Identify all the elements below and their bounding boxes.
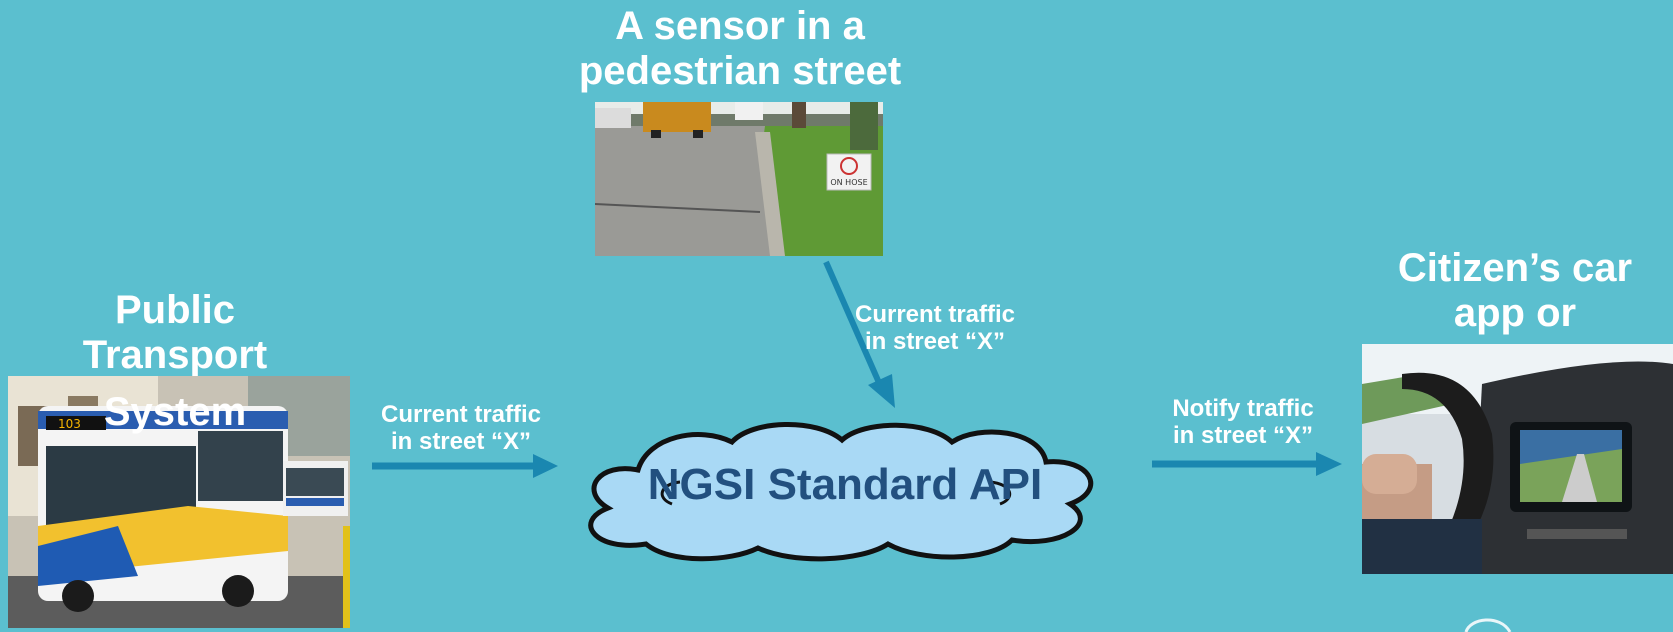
api-to-app-arrow	[1152, 452, 1342, 476]
sensor-arrow-label-line1: Current traffic	[854, 301, 1016, 328]
api-cloud: NGSI Standard API	[560, 412, 1130, 564]
citizen-app-line1: Citizen’s car	[1397, 246, 1633, 290]
citizen-app-line2: app or	[1453, 290, 1577, 335]
sensor-title-line2: pedestrian street	[578, 48, 902, 93]
transport-arrow-label: Current traffic in street “X”	[356, 401, 566, 456]
bus-route-number: 103	[58, 417, 81, 431]
logo-corner-icon	[1464, 618, 1512, 632]
app-arrow-label: Notify traffic in street “X”	[1138, 395, 1348, 450]
transport-arrow-label-line2: in street “X”	[390, 427, 532, 455]
public-transport-line3-label: System	[40, 390, 310, 435]
app-arrow-label-line1: Notify traffic	[1172, 395, 1314, 422]
app-arrow-label-line2: in street “X”	[1172, 421, 1314, 449]
transport-arrow-label-line1: Current traffic	[380, 401, 542, 428]
sign-text: ON HOSE	[830, 178, 867, 187]
sensor-title-line1: A sensor in a	[615, 4, 865, 48]
sensor-street-photo: ON HOSE	[595, 102, 883, 256]
sensor-arrow-label-line2: in street “X”	[864, 327, 1006, 355]
transport-to-api-arrow	[372, 454, 558, 478]
car-dashboard-photo	[1362, 344, 1673, 574]
bus-photo: 103	[8, 376, 350, 628]
citizen-app-title: Citizen’s car app or	[1360, 246, 1670, 336]
public-transport-title: Public Transport	[40, 288, 310, 378]
public-transport-line2: Transport	[82, 332, 268, 377]
public-transport-line1: Public	[114, 288, 236, 332]
sensor-arrow-label: Current traffic in street “X”	[830, 301, 1040, 356]
sensor-title: A sensor in a pedestrian street	[540, 4, 940, 94]
api-label: NGSI Standard API	[647, 460, 1043, 509]
public-transport-line3: System	[103, 390, 247, 434]
